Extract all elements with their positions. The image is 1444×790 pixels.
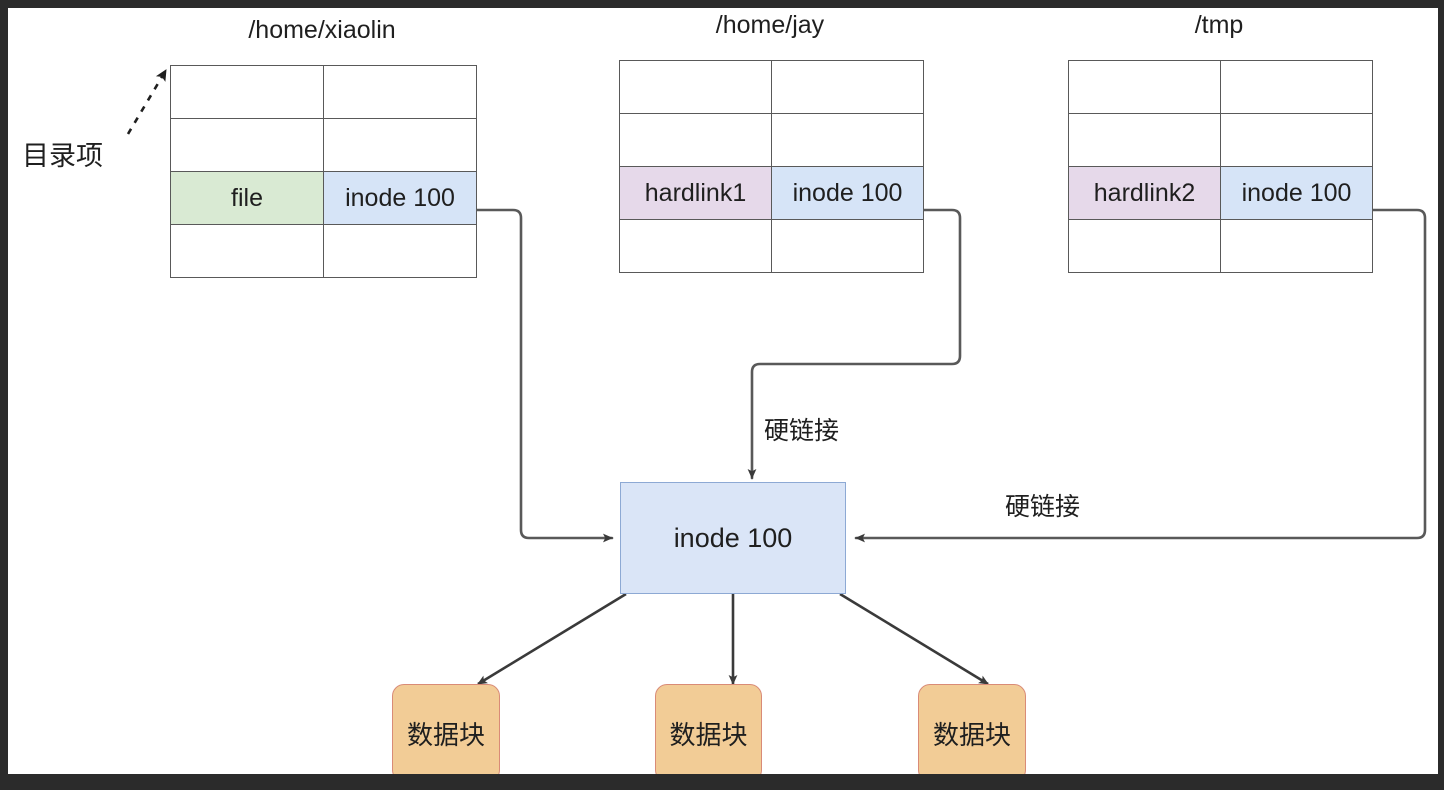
dirent-inode-cell: [323, 118, 477, 172]
table-row[interactable]: [170, 118, 477, 172]
dirent-inode-cell-hardlink1: inode 100: [771, 166, 924, 220]
inode-node[interactable]: inode 100: [620, 482, 846, 594]
dirent-name-cell: [170, 65, 324, 119]
dirent-name-cell-hardlink1: hardlink1: [619, 166, 772, 220]
table-row[interactable]: [1068, 60, 1373, 114]
dirent-name-cell: [619, 60, 772, 114]
hardlink-label-center: 硬链接: [764, 417, 840, 445]
dirent-name-cell: [1068, 60, 1221, 114]
data-block-3[interactable]: 数据块: [918, 684, 1026, 774]
dirent-inode-cell: [771, 60, 924, 114]
table-row[interactable]: [170, 224, 477, 278]
table-row[interactable]: [1068, 219, 1373, 273]
table-row[interactable]: [619, 60, 924, 114]
connector-xiaolin-to-inode: [470, 208, 614, 543]
directory-title-tmp: /tmp: [1194, 11, 1244, 39]
table-row[interactable]: [1068, 113, 1373, 167]
directory-title-xiaolin: /home/xiaolin: [248, 16, 396, 44]
directory-table-tmp: hardlink2 inode 100: [1068, 60, 1373, 273]
dirent-name-cell: [170, 224, 324, 278]
table-row[interactable]: [619, 219, 924, 273]
dirent-name-cell: [1068, 219, 1221, 273]
data-block-label: 数据块: [932, 719, 1011, 750]
dirent-name-cell-file: file: [170, 171, 324, 225]
table-row-hardlink1[interactable]: hardlink1 inode 100: [619, 166, 924, 220]
dirent-name-cell: [1068, 113, 1221, 167]
table-row[interactable]: [619, 113, 924, 167]
dirent-inode-cell: [771, 219, 924, 273]
data-block-label: 数据块: [669, 719, 748, 750]
dirent-inode-cell: [1220, 219, 1373, 273]
table-row[interactable]: [170, 65, 477, 119]
directory-table-xiaolin: file inode 100: [170, 65, 477, 278]
dirent-name-cell: [619, 219, 772, 273]
data-block-1[interactable]: 数据块: [392, 684, 500, 774]
dirent-inode-cell: [771, 113, 924, 167]
inode-node-label: inode 100: [673, 522, 793, 553]
hardlink-label-right: 硬链接: [1005, 493, 1081, 521]
directory-table-jay: hardlink1 inode 100: [619, 60, 924, 273]
connector-inode-to-datablock-3: [839, 592, 989, 686]
dirent-inode-cell: [1220, 113, 1373, 167]
dirent-name-cell: [619, 113, 772, 167]
directory-title-jay: /home/jay: [715, 11, 825, 39]
dirent-inode-cell: [323, 65, 477, 119]
diagram-canvas: 目录项 /home/xiaolin file inode 100: [8, 8, 1438, 774]
dirent-name-cell: [170, 118, 324, 172]
table-row-file[interactable]: file inode 100: [170, 171, 477, 225]
table-row-hardlink2[interactable]: hardlink2 inode 100: [1068, 166, 1373, 220]
directory-entry-label: 目录项: [22, 141, 103, 171]
dirent-inode-cell-hardlink2: inode 100: [1220, 166, 1373, 220]
dirent-name-cell-hardlink2: hardlink2: [1068, 166, 1221, 220]
directory-entry-pointer-arrow: [126, 69, 168, 135]
dirent-inode-cell: [323, 224, 477, 278]
data-block-2[interactable]: 数据块: [655, 684, 762, 774]
data-block-label: 数据块: [406, 719, 485, 750]
dirent-inode-cell-file: inode 100: [323, 171, 477, 225]
dirent-inode-cell: [1220, 60, 1373, 114]
connector-inode-to-datablock-1: [477, 592, 627, 686]
